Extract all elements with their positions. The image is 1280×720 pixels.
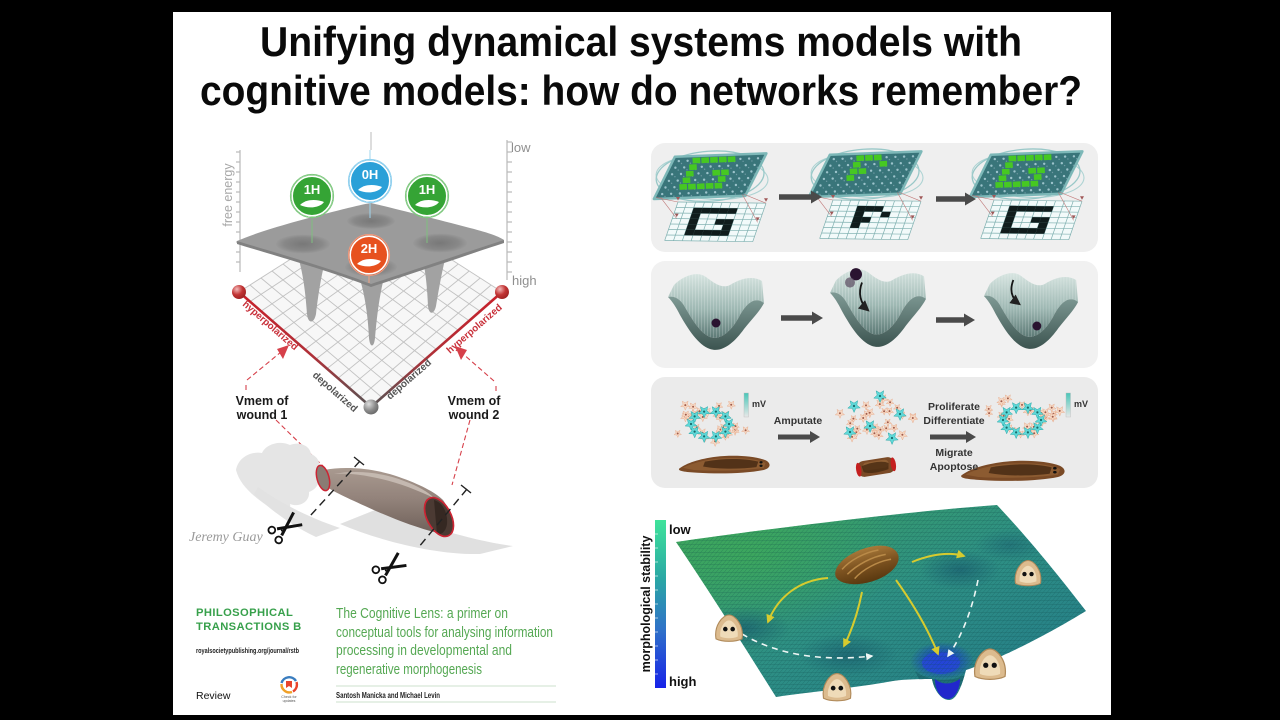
svg-text:TRANSACTIONS B: TRANSACTIONS B <box>196 621 302 633</box>
svg-text:free energy: free energy <box>221 163 235 227</box>
svg-text:conceptual tools for analysing: conceptual tools for analysing informati… <box>336 624 553 641</box>
svg-text:Santosh Manicka and Michael Le: Santosh Manicka and Michael Levin <box>336 690 440 700</box>
svg-text:Jeremy Guay: Jeremy Guay <box>189 530 264 545</box>
svg-text:1H: 1H <box>419 182 436 197</box>
svg-text:wound 2: wound 2 <box>448 408 500 422</box>
svg-text:Amputate: Amputate <box>774 415 823 427</box>
svg-text:low: low <box>511 140 531 155</box>
svg-text:updates: updates <box>283 699 296 703</box>
svg-text:high: high <box>669 674 696 689</box>
svg-text:royalsocietypublishing.org/jou: royalsocietypublishing.org/journal/rstb <box>196 648 299 655</box>
svg-text:0H: 0H <box>362 167 379 182</box>
svg-text:Proliferate: Proliferate <box>928 401 980 413</box>
svg-text:Vmem of: Vmem of <box>236 394 290 408</box>
svg-text:high: high <box>512 273 537 288</box>
svg-text:mV: mV <box>1074 399 1088 409</box>
svg-text:Migrate: Migrate <box>935 447 973 459</box>
svg-text:Unifying dynamical systems mod: Unifying dynamical systems models with <box>260 18 1022 65</box>
svg-text:Vmem of: Vmem of <box>448 394 502 408</box>
svg-text:Check for: Check for <box>281 695 297 699</box>
svg-text:regenerative morphogenesis: regenerative morphogenesis <box>336 661 482 678</box>
svg-text:wound 1: wound 1 <box>236 408 288 422</box>
svg-text:low: low <box>669 522 692 537</box>
svg-text:PHILOSOPHICAL: PHILOSOPHICAL <box>196 607 293 619</box>
svg-text:1H: 1H <box>304 182 321 197</box>
svg-text:mV: mV <box>752 399 766 409</box>
svg-text:morphological stability: morphological stability <box>639 536 653 673</box>
svg-text:The Cognitive Lens: a primer o: The Cognitive Lens: a primer on <box>336 605 508 622</box>
svg-text:Apoptose: Apoptose <box>930 461 979 473</box>
svg-text:Review: Review <box>196 690 231 702</box>
svg-text:cognitive models: how do netwo: cognitive models: how do networks rememb… <box>200 67 1082 114</box>
svg-text:2H: 2H <box>361 241 378 256</box>
svg-text:Differentiate: Differentiate <box>923 415 984 427</box>
svg-text:processing in developmental an: processing in developmental and <box>336 642 512 659</box>
